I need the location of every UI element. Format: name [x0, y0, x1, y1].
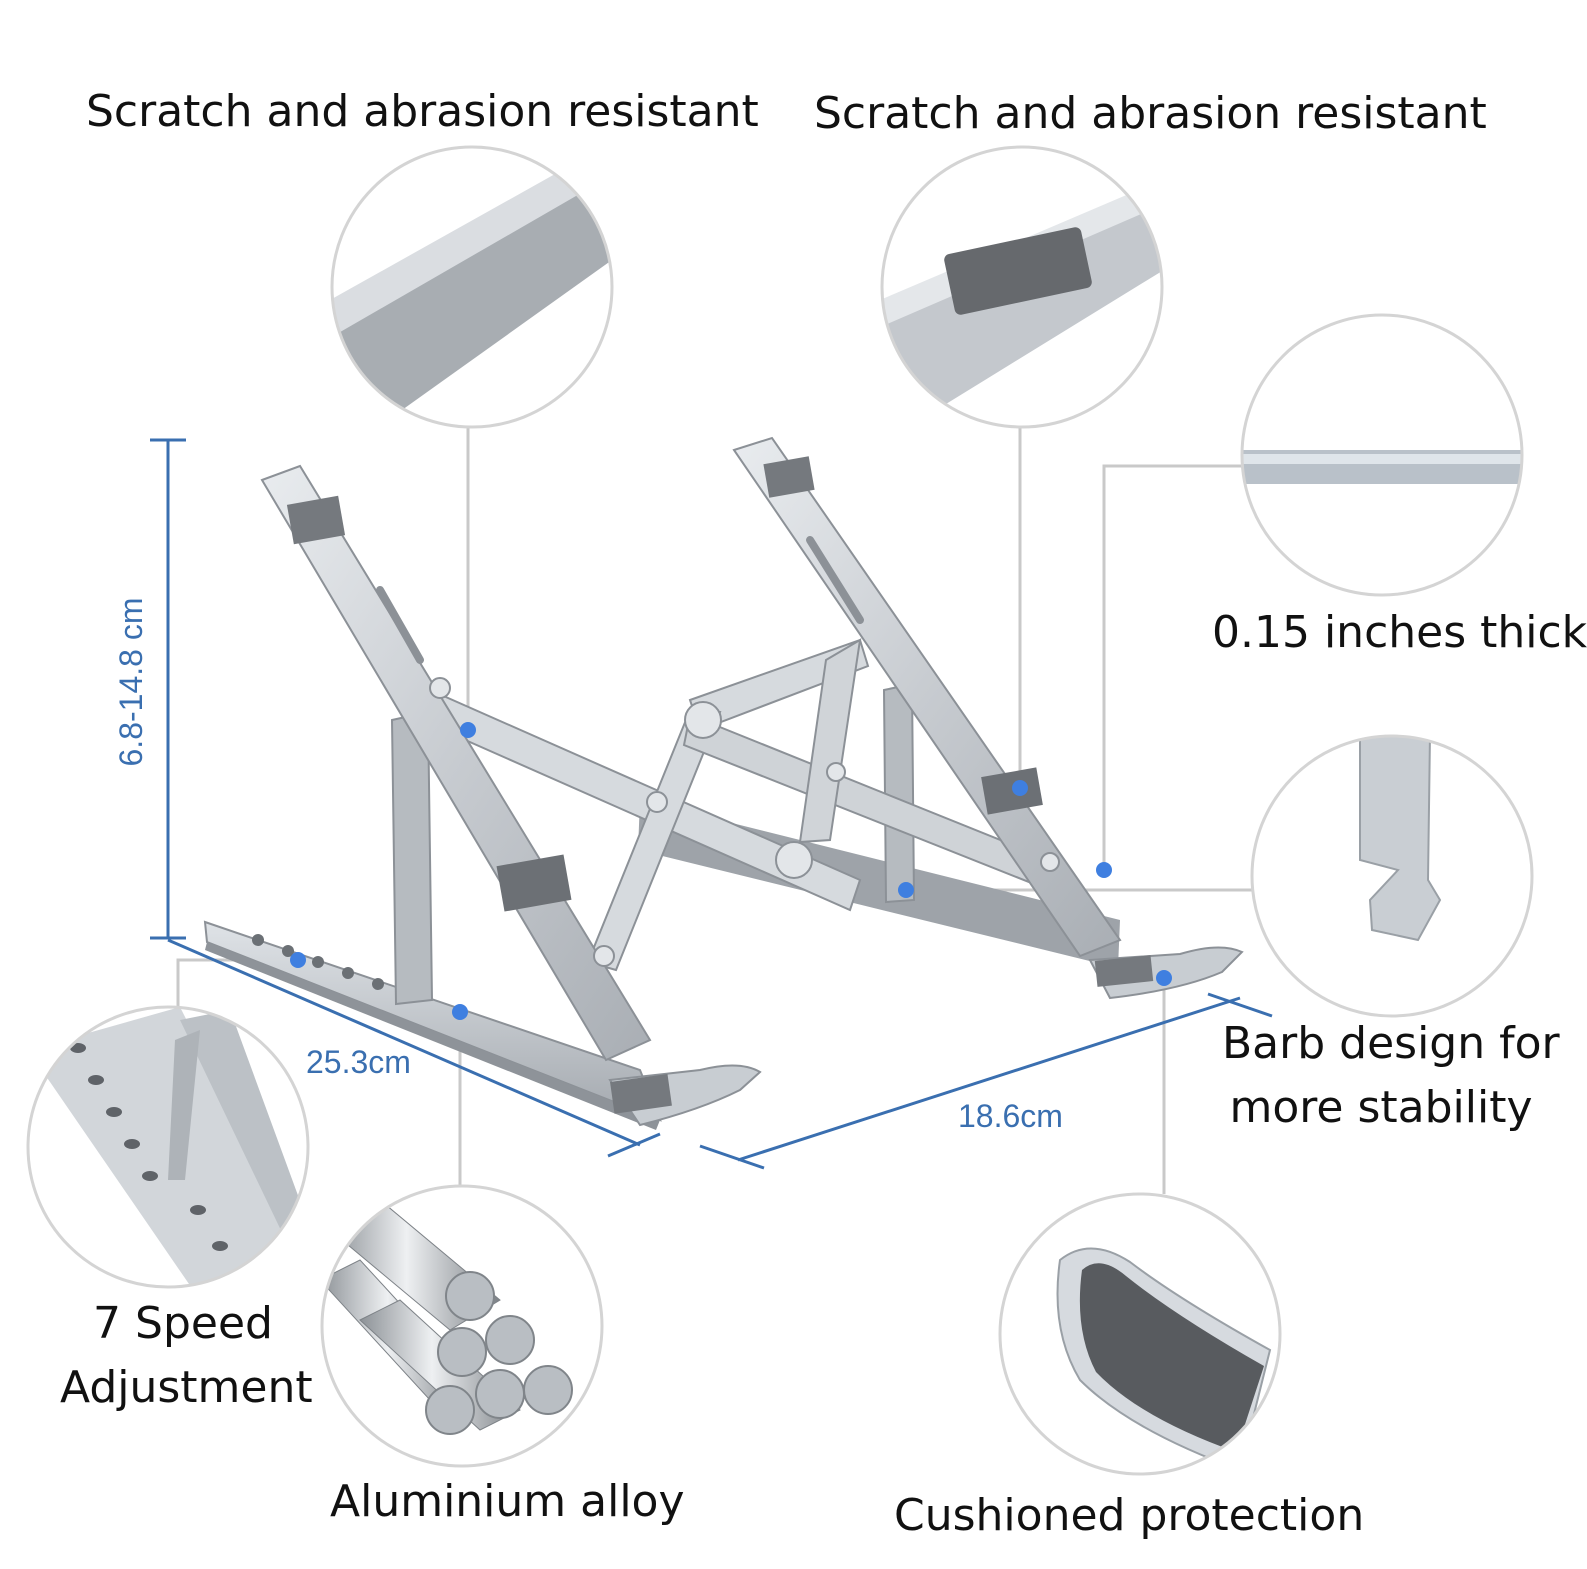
zoom-circle-alloy — [320, 1184, 604, 1468]
zoom-circle-cushion — [998, 1192, 1282, 1476]
zoom-circle-scratch-left — [330, 145, 614, 429]
scratch-right-label: Scratch and abrasion resistant — [814, 88, 1487, 139]
thickness-label: 0.15 inches thick — [1212, 607, 1587, 658]
speed-label-line1: 7 Speed — [93, 1298, 273, 1349]
laptop-stand — [203, 436, 1244, 1130]
width-dimension-label: 18.6cm — [958, 1098, 1063, 1134]
speed-label-line2: Adjustment — [60, 1361, 313, 1413]
speed-label: 7 Speed Adjustment — [60, 1292, 313, 1420]
scratch-left-label: Scratch and abrasion resistant — [86, 86, 759, 137]
zoom-circle-scratch-right — [880, 145, 1164, 429]
callout-dots — [290, 722, 1172, 1020]
alloy-label: Aluminium alloy — [330, 1476, 685, 1527]
barb-label-line1: Barb design for — [1222, 1018, 1560, 1069]
zoom-circle-barb — [1250, 734, 1534, 1018]
zoom-circle-thickness — [1240, 313, 1524, 597]
cushion-label: Cushioned protection — [894, 1490, 1365, 1541]
height-dimension-label: 6.8-14.8 cm — [113, 598, 149, 767]
barb-label-line2: more stability — [1229, 1081, 1533, 1133]
zoom-circle-speed — [26, 1005, 310, 1289]
dimension-lines — [150, 438, 1273, 1170]
length-dimension-label: 25.3cm — [306, 1044, 411, 1080]
barb-label: Barb design for more stability — [1222, 1012, 1560, 1140]
